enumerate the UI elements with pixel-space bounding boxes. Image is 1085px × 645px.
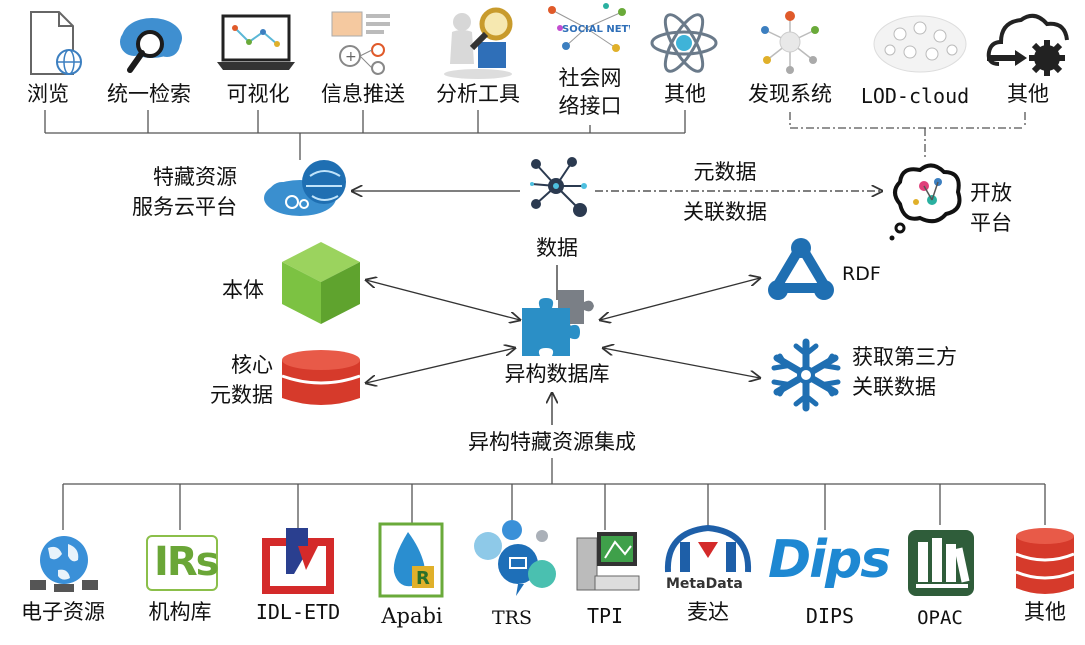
visualization-icon: [217, 14, 295, 70]
tpi-computer-icon: [576, 532, 640, 591]
label-core-metadata: 核心 元数据: [210, 353, 273, 407]
info-push-icon: +: [331, 11, 390, 75]
label-unified-search: 统一检索: [107, 82, 191, 106]
bottom-bracket: [62, 458, 1046, 530]
arrow-db-third: [603, 348, 760, 378]
ontology-cube-icon: [282, 242, 360, 324]
core-db-icon: [281, 350, 361, 405]
lod-cloud-icon: [873, 15, 967, 73]
open-platform-bracket: [789, 112, 1026, 160]
heterogeneous-db-puzzle-icon: [522, 290, 594, 356]
label-opac: OPAC: [917, 607, 963, 629]
label-trs: TRS: [492, 607, 532, 629]
label-visualization: 可视化: [226, 82, 290, 106]
opac-books-icon: [908, 530, 974, 596]
label-metadata: 元数据: [693, 160, 757, 184]
cloud-settings-icon: [986, 13, 1069, 76]
label-info-push: 信息推送: [321, 82, 405, 106]
label-maida: 麦达: [687, 600, 729, 624]
atom-icon: [650, 13, 718, 73]
label-e-resource: 电子资源: [21, 600, 105, 624]
browse-icon: [30, 11, 82, 75]
label-rdf: RDF: [842, 263, 881, 285]
label-other-top-right: 其他: [1007, 82, 1049, 106]
label-tpi: TPI: [586, 604, 624, 628]
apabi-logo: R: [378, 522, 444, 598]
label-idl-etd: IDL-ETD: [255, 600, 341, 624]
label-discovery-system: 发现系统: [748, 82, 832, 106]
label-linked-data: 关联数据: [683, 200, 767, 224]
rdf-icon: [768, 238, 834, 300]
cloud-platform-icon: [264, 160, 346, 216]
label-lod-cloud: LOD-cloud: [860, 84, 970, 108]
institutional-repo-logo: IRs: [146, 535, 219, 591]
metadata-logo: MetaData: [662, 524, 754, 594]
label-institutional-repo: 机构库: [148, 600, 212, 624]
label-integration: 异构特藏资源集成: [468, 430, 636, 454]
dips-logo: Dips: [768, 530, 891, 590]
arrow-db-core: [366, 348, 515, 383]
label-apabi: Apabi: [381, 604, 443, 628]
arrow-db-rdf: [600, 278, 760, 320]
data-network-icon: [530, 157, 587, 217]
svg-text:SOCIAL NETWORK: SOCIAL NETWORK: [562, 24, 630, 35]
analysis-tool-icon: [444, 7, 513, 79]
social-network-icon: SOCIAL NETWORK: [548, 3, 630, 52]
label-cloud-platform: 特藏资源 服务云平台: [132, 165, 237, 219]
open-platform-icon: [889, 163, 962, 241]
top-bracket: [44, 110, 686, 160]
other-db-icon: [1015, 528, 1075, 594]
label-data: 数据: [536, 236, 578, 260]
third-party-snowflake-icon: [771, 338, 841, 412]
discovery-system-icon: [761, 11, 819, 74]
label-ontology: 本体: [222, 278, 264, 302]
label-heterogeneous-db: 异构数据库: [504, 362, 610, 386]
unified-search-icon: [120, 18, 182, 73]
idl-etd-logo: [262, 528, 334, 594]
arrow-db-ontology: [366, 280, 520, 320]
svg-text:+: +: [345, 49, 357, 65]
label-dips: DIPS: [805, 604, 855, 628]
label-social-network-interface: 社会网 络接口: [558, 66, 622, 118]
e-resource-globe-icon: [30, 536, 98, 592]
label-other-top: 其他: [664, 82, 706, 106]
label-open-platform: 开放 平台: [970, 181, 1012, 235]
trs-logo: [474, 520, 556, 596]
label-third-party: 获取第三方 关联数据: [852, 345, 957, 399]
label-browse: 浏览: [27, 82, 69, 106]
label-analysis-tool: 分析工具: [436, 82, 520, 106]
label-other-bottom: 其他: [1024, 600, 1066, 624]
svg-text:R: R: [416, 568, 430, 589]
